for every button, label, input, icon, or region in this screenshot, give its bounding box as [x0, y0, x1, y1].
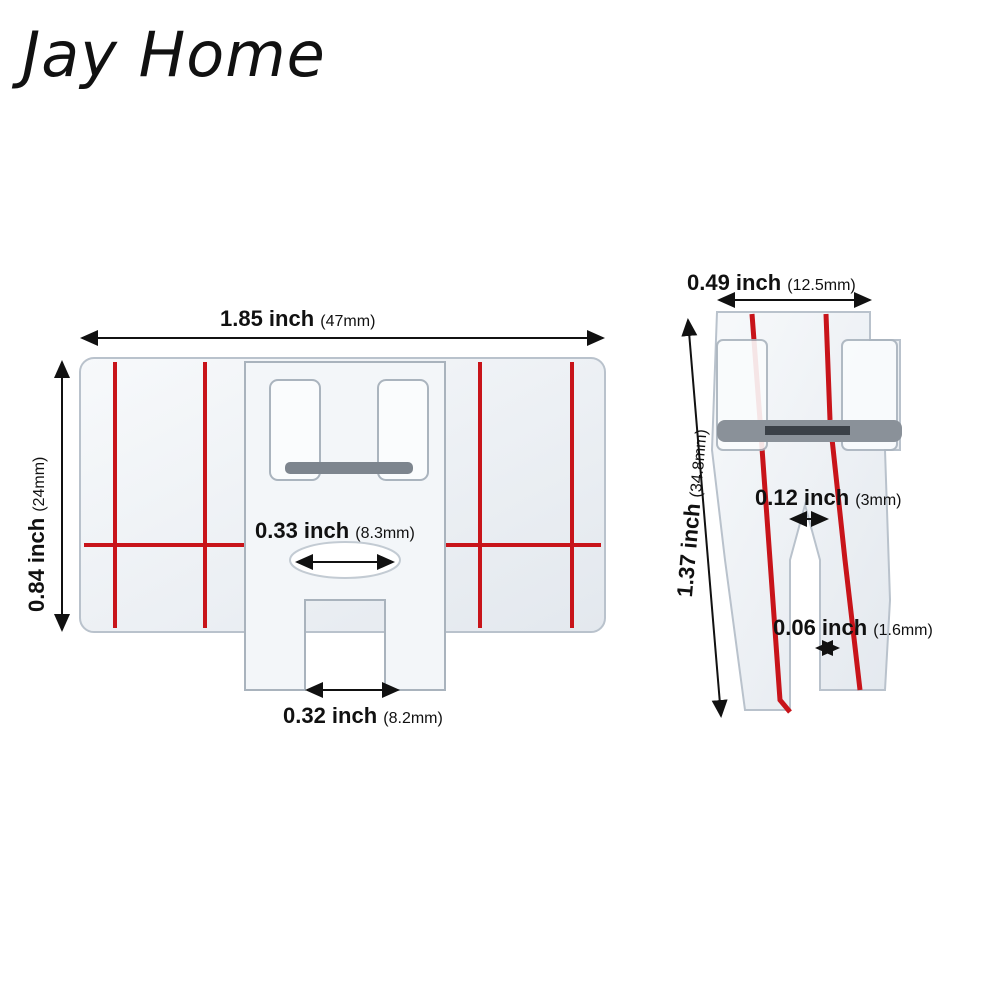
mm-value: (8.3mm) — [355, 525, 415, 542]
left-height-label: 0.84 inch (24mm) — [24, 457, 50, 612]
left-width-label: 1.85 inch (47mm) — [220, 306, 375, 332]
metal-pin — [285, 462, 413, 474]
groove-width-label: 0.06 inch (1.6mm) — [773, 615, 933, 641]
inch-value: 0.12 inch — [755, 485, 850, 510]
inch-value: 1.85 inch — [220, 306, 315, 331]
inch-value: 0.33 inch — [255, 518, 350, 543]
guide-lines — [84, 362, 601, 628]
left-presser-foot — [79, 357, 606, 691]
toe-gap-label: 0.32 inch (8.2mm) — [283, 703, 443, 729]
mm-value: (3mm) — [855, 492, 902, 509]
inch-value: 0.84 inch — [24, 517, 49, 612]
mm-value: (24mm) — [31, 456, 48, 512]
slot-width-label: 0.12 inch (3mm) — [755, 485, 902, 511]
inner-gap-label: 0.33 inch (8.3mm) — [255, 518, 415, 544]
inch-value: 0.06 inch — [773, 615, 868, 640]
brand-logo: Jay Home — [22, 18, 326, 91]
mm-value: (47mm) — [320, 313, 376, 330]
right-presser-foot — [710, 311, 902, 714]
inch-value: 0.32 inch — [283, 703, 378, 728]
mm-value: (12.5mm) — [787, 277, 856, 294]
mm-value: (34.8mm) — [687, 428, 711, 499]
mm-value: (8.2mm) — [383, 710, 443, 727]
inch-value: 0.49 inch — [687, 270, 782, 295]
right-width-label: 0.49 inch (12.5mm) — [687, 270, 856, 296]
mm-value: (1.6mm) — [873, 622, 933, 639]
